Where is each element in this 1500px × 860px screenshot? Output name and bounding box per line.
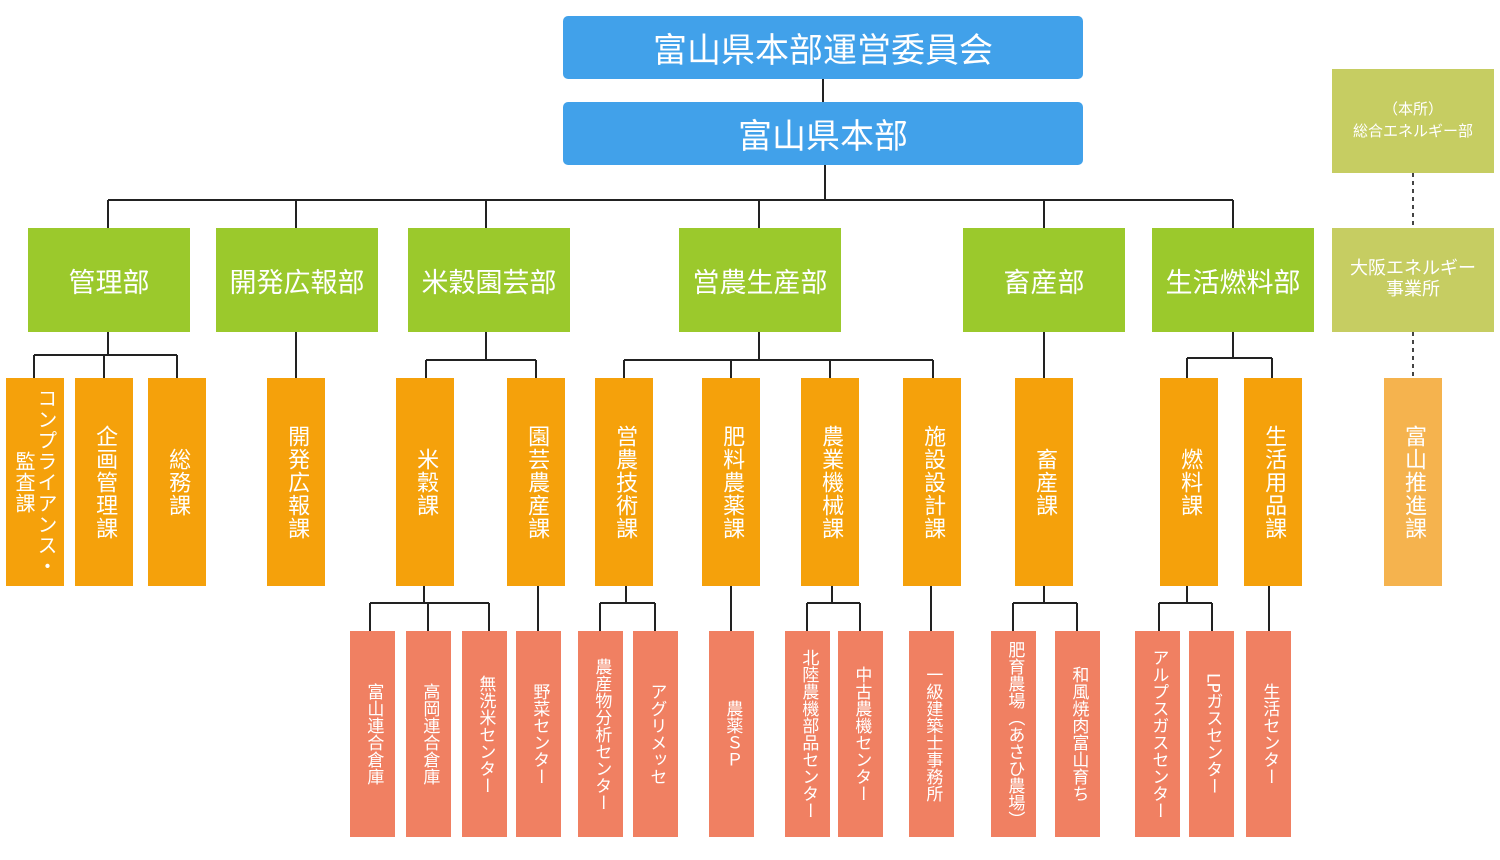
- section-label: コンプライアンス・監査課: [12, 387, 58, 577]
- section-nenryo: 燃料課: [1160, 378, 1218, 586]
- energy-head-line2: 総合エネルギー部: [1352, 122, 1473, 140]
- section-label: 営農技術課: [612, 424, 638, 540]
- sub-label: 生活センター: [1259, 683, 1280, 785]
- section-label: 園芸農産課: [524, 424, 550, 540]
- sub-label: 高岡連合倉庫: [419, 683, 440, 785]
- dept-kanri: 管理部: [28, 228, 190, 332]
- dept-chikusan: 畜産部: [963, 228, 1125, 332]
- sub-toyama-rengo-soko: 富山連合倉庫: [350, 631, 395, 837]
- osaka-line1: 大阪エネルギー: [1350, 258, 1476, 280]
- section-kikaku-kanri: 企画管理課: [75, 378, 133, 586]
- sub-label: 中古農機センター: [851, 666, 872, 802]
- section-label: 燃料課: [1177, 447, 1203, 517]
- sub-label: 農薬ＳＰ: [722, 700, 743, 768]
- dept-seikatsu-nenryo: 生活燃料部: [1152, 228, 1314, 332]
- sub-label: LPガスセンター: [1202, 673, 1223, 795]
- toyama-suishin-box: 富山推進課: [1384, 378, 1442, 586]
- sub-label: 富山連合倉庫: [363, 683, 384, 785]
- sub-takaoka-rengo-soko: 高岡連合倉庫: [406, 631, 451, 837]
- section-seikatsu-yohin: 生活用品課: [1244, 378, 1302, 586]
- dept-label: 開発広報部: [229, 267, 365, 299]
- section-kaihatsu-koho: 開発広報課: [267, 378, 325, 586]
- sub-label: アルプスガスセンター: [1148, 649, 1169, 819]
- sub-noyaku-sp: 農薬ＳＰ: [709, 631, 754, 837]
- osaka-line2: 事業所: [1386, 279, 1440, 300]
- section-beikoku: 米穀課: [396, 378, 454, 586]
- honbu-label: 富山県本部: [738, 117, 908, 157]
- committee-label: 富山県本部運営委員会: [653, 31, 993, 71]
- dept-label: 畜産部: [1003, 267, 1085, 299]
- energy-head-box: （本所） 総合エネルギー部: [1332, 69, 1494, 173]
- sub-label: 野菜センター: [529, 683, 550, 785]
- sub-label: 和風焼肉富山育ち: [1068, 666, 1089, 802]
- energy-head-line1: （本所）: [1382, 100, 1443, 119]
- dept-label: 管理部: [68, 267, 150, 299]
- committee-box: 富山県本部運営委員会: [563, 16, 1083, 79]
- section-chikusan: 畜産課: [1015, 378, 1073, 586]
- section-label: 米穀課: [413, 447, 439, 517]
- section-hiryo-noyaku: 肥料農薬課: [702, 378, 760, 586]
- sub-alps-gas-center: アルプスガスセンター: [1135, 631, 1180, 837]
- section-label: 畜産課: [1032, 447, 1058, 517]
- sub-label: 無洗米センター: [475, 674, 496, 794]
- section-label: 施設設計課: [920, 424, 946, 540]
- osaka-energy-box: 大阪エネルギー 事業所: [1332, 228, 1494, 332]
- section-engei-nosan: 園芸農産課: [507, 378, 565, 586]
- sub-musenmai-center: 無洗米センター: [462, 631, 507, 837]
- sub-label: 北陸農機部品センター: [798, 649, 819, 819]
- section-compliance: コンプライアンス・監査課: [6, 378, 64, 586]
- section-shisetsu-sekkei: 施設設計課: [903, 378, 961, 586]
- sub-ikkyu-kenchikushi-jimusho: 一級建築士事務所: [909, 631, 954, 837]
- section-somu: 総務課: [148, 378, 206, 586]
- dept-label: 米穀園芸部: [421, 267, 557, 299]
- honbu-box: 富山県本部: [563, 102, 1083, 165]
- section-label: 農業機械課: [818, 424, 844, 540]
- section-einou-gijutsu: 営農技術課: [595, 378, 653, 586]
- sub-lp-gas-center: LPガスセンター: [1189, 631, 1234, 837]
- sub-yasai-center: 野菜センター: [516, 631, 561, 837]
- dept-beikoku-engei: 米穀園芸部: [408, 228, 570, 332]
- sub-label: 農産物分析センター: [591, 657, 612, 811]
- section-nogyo-kikai: 農業機械課: [801, 378, 859, 586]
- section-label: 生活用品課: [1261, 424, 1287, 540]
- sub-label: アグリメッセ: [646, 683, 667, 785]
- sub-hokuriku-noki-buhin-center: 北陸農機部品センター: [785, 631, 830, 837]
- dept-kaihatsu-koho: 開発広報部: [216, 228, 378, 332]
- dept-einou-seisan: 営農生産部: [679, 228, 841, 332]
- sub-label: 肥育農場（あさひ農場）: [1004, 640, 1025, 828]
- sub-wafu-yakiniku: 和風焼肉富山育ち: [1055, 631, 1100, 837]
- sub-hiiku-nojo: 肥育農場（あさひ農場）: [991, 631, 1036, 837]
- dept-label: 生活燃料部: [1165, 267, 1301, 299]
- sub-label: 一級建築士事務所: [922, 666, 943, 802]
- sub-agri-messe: アグリメッセ: [633, 631, 678, 837]
- section-label: 開発広報課: [284, 424, 310, 540]
- sub-seikatsu-center: 生活センター: [1246, 631, 1291, 837]
- sub-chuko-noki-center: 中古農機センター: [838, 631, 883, 837]
- section-label: 肥料農薬課: [719, 424, 745, 540]
- section-label: 企画管理課: [92, 424, 118, 540]
- section-label: 富山推進課: [1401, 424, 1426, 540]
- dept-label: 営農生産部: [692, 267, 828, 299]
- sub-nosanbutsu-bunseki-center: 農産物分析センター: [578, 631, 623, 837]
- section-label: 総務課: [165, 447, 191, 517]
